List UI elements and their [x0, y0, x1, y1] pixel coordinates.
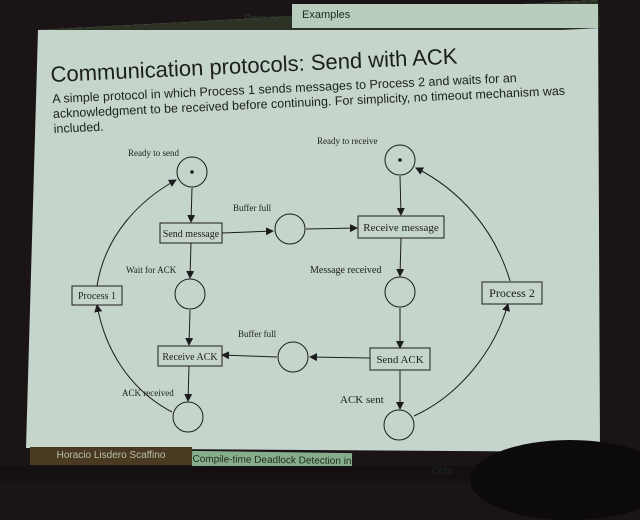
footer-author: Horacio Lisdero Scaffino	[30, 447, 192, 465]
place-ready-to-receive	[384, 144, 416, 176]
label-receive-ack: Receive ACK	[162, 352, 218, 363]
place-ready-to-send	[176, 156, 208, 188]
label-process-2: Process 2	[489, 286, 535, 300]
transition-send-message	[159, 222, 223, 244]
label-process-1: Process 1	[78, 291, 116, 302]
footer-date: Octo	[432, 466, 454, 477]
place-ack-received	[172, 401, 204, 433]
petri-net-diagram: Send message Receive message Process 1 P…	[71, 136, 543, 441]
transition-send-ack	[369, 347, 431, 371]
label-message-received: Message received	[310, 265, 381, 276]
slide	[26, 0, 600, 452]
label-ready-to-receive: Ready to receive	[317, 136, 377, 146]
label-receive-message: Receive message	[363, 222, 439, 234]
token	[398, 158, 402, 162]
transition-receive-message	[357, 215, 445, 239]
place-ack-sent	[383, 409, 415, 441]
label-buffer-full-1: Buffer full	[233, 203, 272, 213]
place-wait-for-ack	[174, 278, 206, 310]
label-wait-for-ack: Wait for ACK	[126, 265, 177, 275]
label-ready-to-send: Ready to send	[128, 148, 179, 158]
audience-head	[470, 440, 640, 520]
label-send-ack: Send ACK	[376, 354, 423, 366]
label-buffer-full-2: Buffer full	[238, 329, 277, 339]
place-message-received	[384, 276, 416, 308]
transition-process-2	[481, 281, 543, 305]
tab-petri-nets[interactable]: Petri nets	[244, 13, 291, 25]
transition-receive-ack	[157, 345, 223, 367]
token	[190, 170, 194, 174]
label-ack-received: ACK received	[122, 388, 174, 398]
label-ack-sent: ACK sent	[340, 394, 384, 406]
transitions	[71, 215, 543, 371]
label-send-message: Send message	[163, 229, 220, 240]
tab-examples[interactable]: Examples	[292, 4, 598, 28]
transition-process-1	[71, 285, 123, 306]
place-buffer-full-1	[274, 213, 306, 245]
arcs	[94, 167, 511, 417]
places	[172, 144, 416, 441]
place-buffer-full-2	[277, 341, 309, 373]
